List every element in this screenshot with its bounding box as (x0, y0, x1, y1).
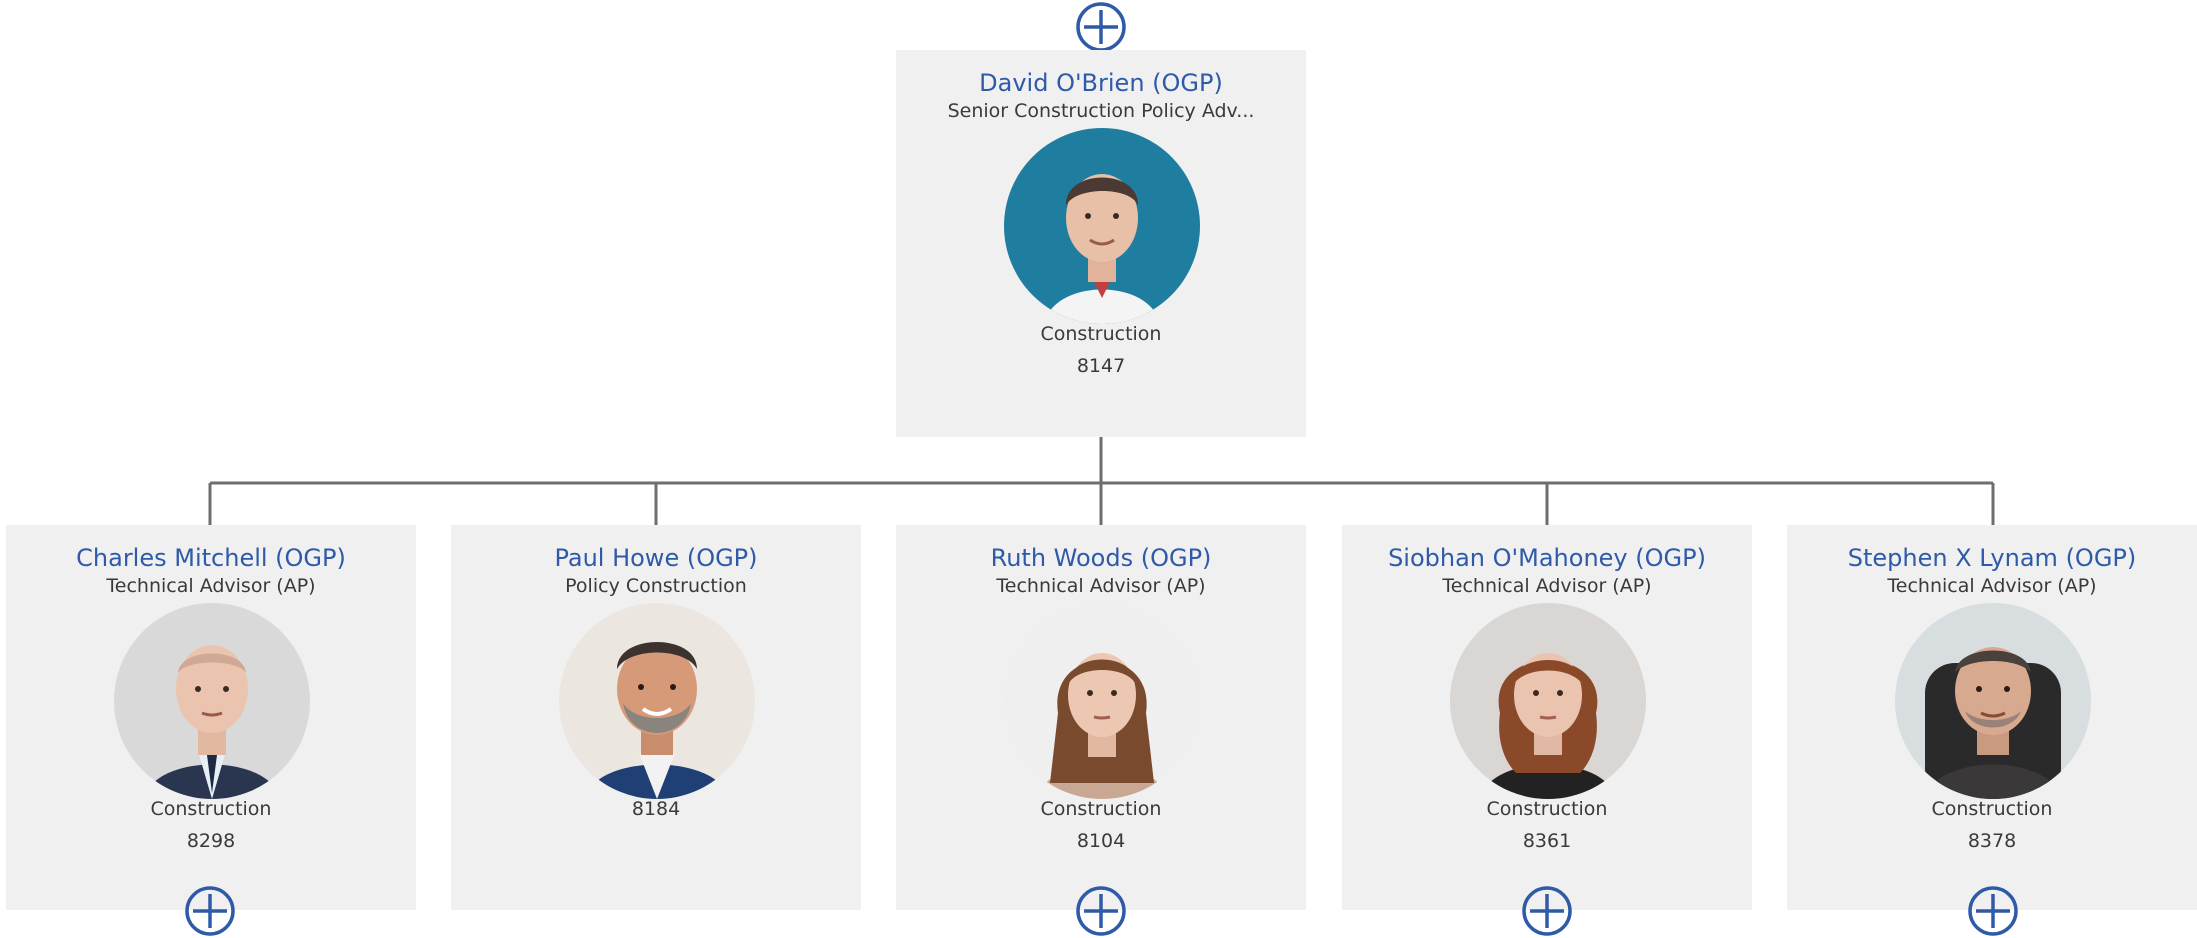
person-photo (1004, 128, 1200, 324)
expand-manager-button[interactable] (1074, 0, 1128, 54)
person-title: Technical Advisor (AP) (1442, 575, 1652, 597)
person-extension: 8298 (186, 830, 236, 852)
expand-reports-button[interactable] (1966, 884, 2020, 938)
person-department: Construction (1486, 798, 1608, 820)
person-card[interactable]: Siobhan O'Mahoney (OGP) Technical Adviso… (1342, 525, 1752, 910)
person-name[interactable]: Stephen X Lynam (OGP) (1847, 544, 2137, 572)
person-extension: 8147 (1076, 355, 1126, 377)
person-name[interactable]: David O'Brien (OGP) (979, 69, 1223, 97)
person-title: Technical Advisor (AP) (1887, 575, 2097, 597)
person-extension: 8104 (1076, 830, 1126, 852)
person-name[interactable]: Paul Howe (OGP) (554, 544, 758, 572)
person-card[interactable]: Charles Mitchell (OGP) Technical Advisor… (6, 525, 416, 910)
person-title: Senior Construction Policy Adv... (947, 100, 1255, 122)
expand-reports-button[interactable] (1074, 884, 1128, 938)
person-department: Construction (1931, 798, 2053, 820)
person-card[interactable]: Ruth Woods (OGP) Technical Advisor (AP) … (896, 525, 1306, 910)
person-photo (1895, 603, 2091, 799)
person-photo (1004, 603, 1200, 799)
person-card-root[interactable]: David O'Brien (OGP) Senior Construction … (896, 50, 1306, 437)
person-title: Technical Advisor (AP) (996, 575, 1206, 597)
person-title: Technical Advisor (AP) (106, 575, 316, 597)
person-card[interactable]: Stephen X Lynam (OGP) Technical Advisor … (1787, 525, 2197, 910)
person-photo (114, 603, 310, 799)
plus-circle-icon (1076, 2, 1126, 52)
person-department: Construction (150, 798, 272, 820)
person-department: Construction (1040, 323, 1162, 345)
person-extension: 8378 (1967, 830, 2017, 852)
plus-circle-icon (1522, 886, 1572, 936)
plus-circle-icon (1076, 886, 1126, 936)
person-extension: 8184 (631, 798, 681, 820)
plus-circle-icon (185, 886, 235, 936)
person-name[interactable]: Charles Mitchell (OGP) (76, 544, 346, 572)
expand-reports-button[interactable] (183, 884, 237, 938)
person-photo (559, 603, 755, 799)
person-name[interactable]: Ruth Woods (OGP) (990, 544, 1212, 572)
person-department: Construction (1040, 798, 1162, 820)
expand-reports-button[interactable] (1520, 884, 1574, 938)
person-name[interactable]: Siobhan O'Mahoney (OGP) (1388, 544, 1706, 572)
person-extension: 8361 (1522, 830, 1572, 852)
plus-circle-icon (1968, 886, 2018, 936)
person-photo (1450, 603, 1646, 799)
person-card[interactable]: Paul Howe (OGP) Policy Construction 8184 (451, 525, 861, 910)
person-title: Policy Construction (565, 575, 747, 597)
